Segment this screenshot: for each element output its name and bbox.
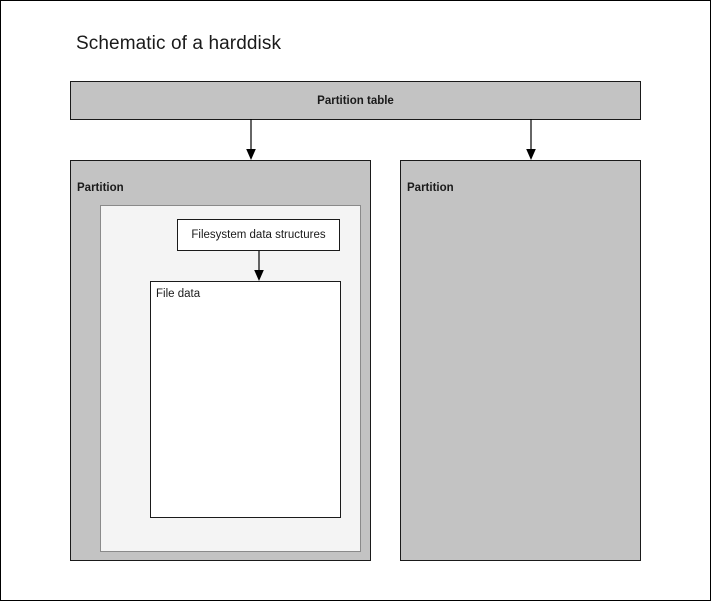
file-data-box[interactable]: File data	[150, 281, 341, 518]
arrow-filesystem-to-file-data	[254, 251, 264, 281]
partition-label-1: Partition	[77, 182, 124, 194]
page-title: Schematic of a harddisk	[76, 33, 282, 54]
arrow-partition-table-to-partition-1	[246, 119, 256, 160]
partition-table-box[interactable]: Partition table	[70, 81, 641, 120]
partition-table-label: Partition table	[317, 94, 394, 107]
partition-box-2[interactable]: Partition	[400, 160, 641, 561]
file-data-label: File data	[156, 288, 201, 300]
partition-label-2: Partition	[407, 182, 454, 194]
arrow-partition-table-to-partition-2	[526, 119, 536, 160]
filesystem-data-structures-label: Filesystem data structures	[191, 229, 326, 241]
filesystem-data-structures-box[interactable]: Filesystem data structures	[177, 219, 340, 251]
